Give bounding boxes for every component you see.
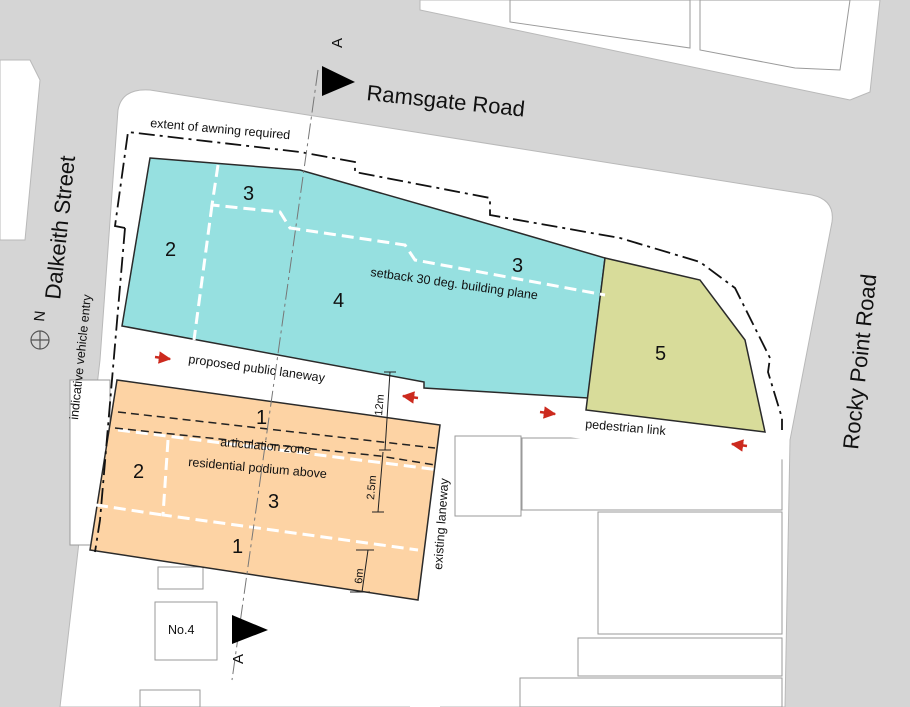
setback-lines (192, 164, 606, 341)
dimension-2-5m: 2.5m (365, 475, 379, 500)
pedestrian-link (440, 396, 790, 460)
zone-number: 2 (133, 461, 144, 483)
zone-number: 3 (243, 183, 254, 205)
building (577, 637, 783, 677)
building (519, 677, 783, 707)
section-marker-north (322, 66, 355, 96)
section-line (231, 69, 319, 681)
dimension-12m: 12m (373, 394, 387, 416)
building (157, 566, 204, 590)
podium-lines (95, 428, 441, 552)
dimension-markers (350, 371, 396, 593)
arrow-icon (730, 439, 748, 452)
label-lot-no4: No.4 (168, 623, 194, 637)
top-building (699, 0, 851, 71)
north-arrow-icon (30, 330, 50, 350)
section-label-north: A (329, 38, 346, 48)
left-block (0, 59, 41, 241)
building (454, 435, 522, 517)
zone-orange (89, 379, 441, 601)
arrow-icon (401, 391, 419, 404)
direction-arrows (154, 351, 748, 452)
north-label: N (31, 310, 49, 323)
articulation-lines (114, 411, 436, 466)
top-building (509, 0, 691, 49)
zone-number: 3 (268, 491, 279, 513)
building (154, 601, 218, 661)
arrow-icon (539, 406, 557, 419)
building (139, 689, 201, 707)
zone-number: 2 (165, 239, 176, 261)
building (597, 511, 783, 635)
zone-number: 1 (256, 407, 267, 429)
dimension-6m: 6m (353, 568, 366, 584)
label-existing-laneway: existing laneway (431, 477, 451, 570)
zone-number: 3 (512, 255, 523, 277)
section-label-south: A (230, 654, 247, 664)
zone-number: 4 (333, 290, 344, 312)
section-marker-south (232, 615, 268, 644)
arrow-icon (154, 351, 172, 364)
zone-number: 5 (655, 343, 666, 365)
zone-olive (585, 257, 766, 433)
zone-number: 1 (232, 536, 243, 558)
proposed-laneway (112, 330, 440, 430)
awning-extent-line (94, 131, 783, 553)
